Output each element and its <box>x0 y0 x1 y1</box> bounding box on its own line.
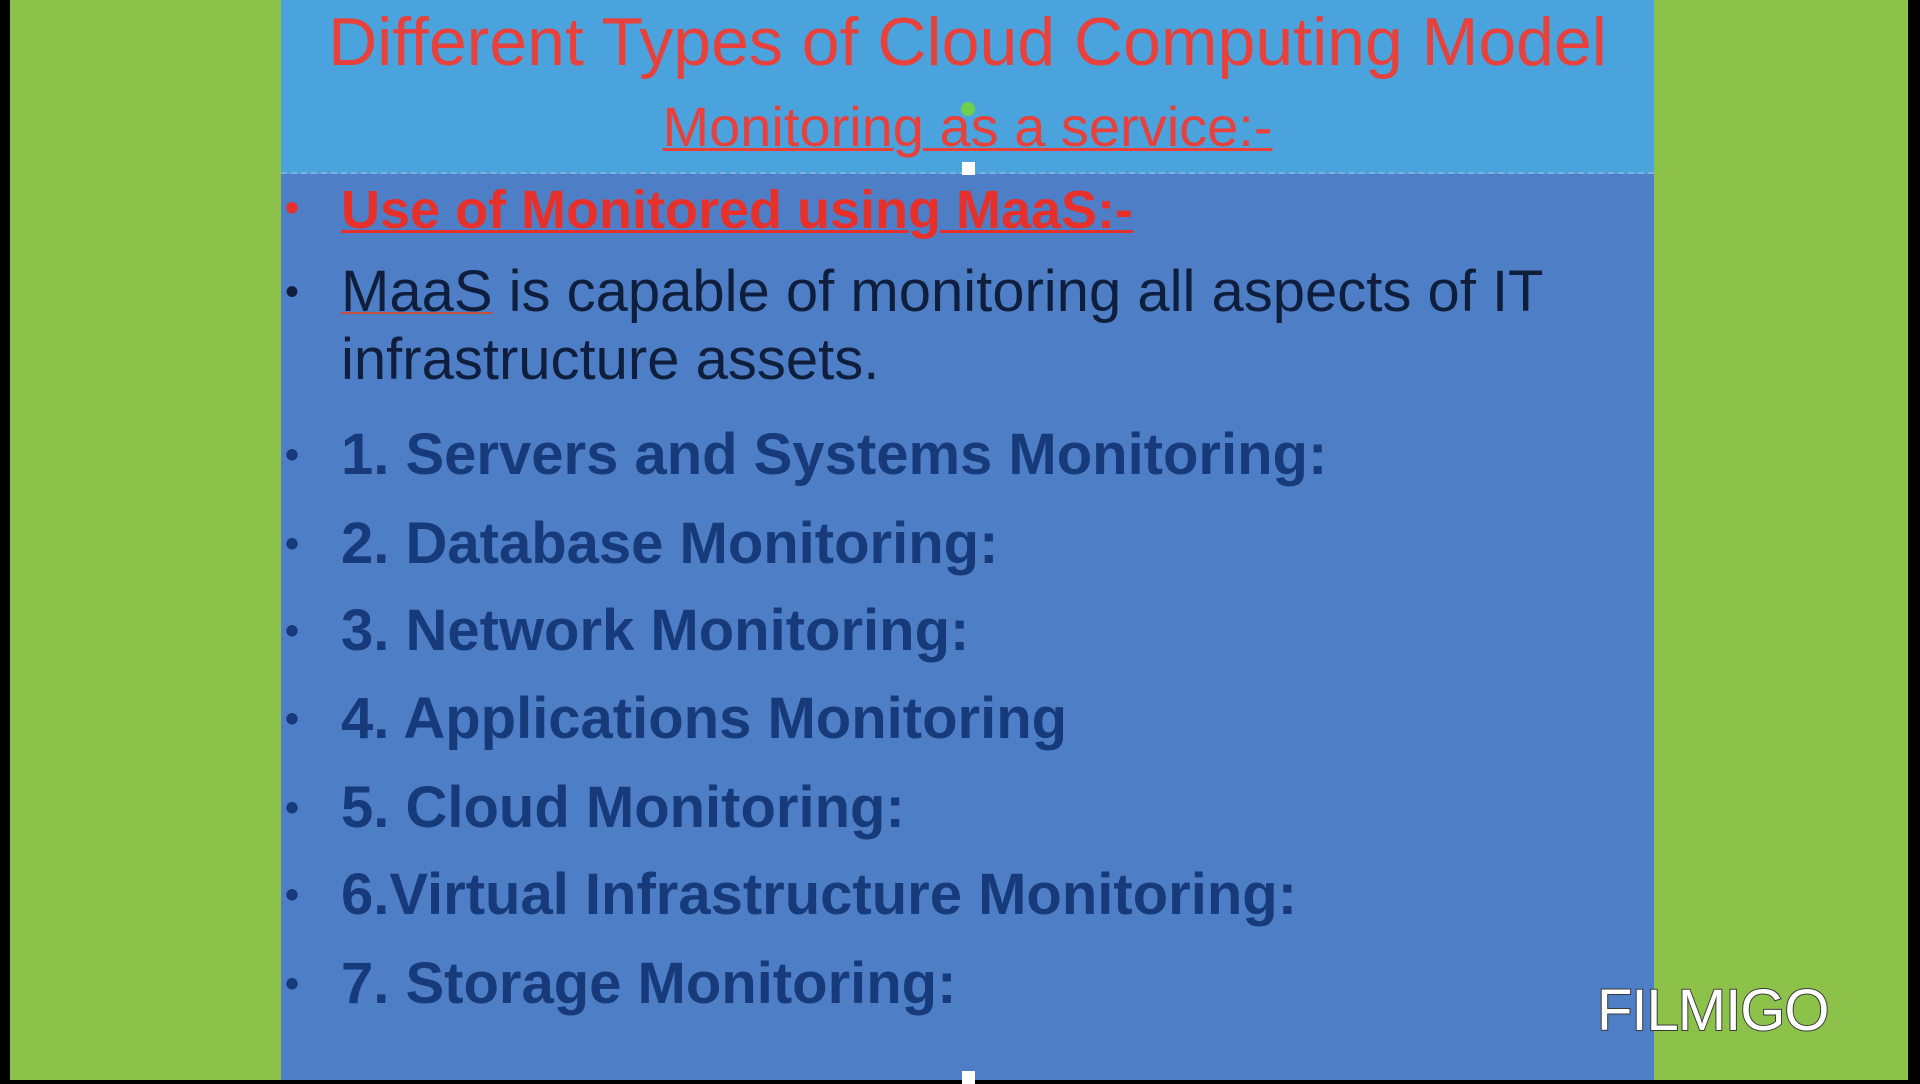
bullet-icon: • <box>285 270 300 314</box>
bullet-icon: • <box>285 186 300 230</box>
list-item-label: 3. Network Monitoring: <box>341 598 970 663</box>
intro-text: MaaS is capable of monitoring all aspect… <box>341 258 1641 394</box>
video-frame: Different Types of Cloud Computing Model… <box>10 0 1908 1084</box>
bullet-icon: • <box>285 609 300 653</box>
filmigo-watermark: FILMIGO <box>1596 977 1830 1044</box>
bullet-icon: • <box>285 433 300 477</box>
bullet-icon: • <box>285 786 300 830</box>
list-item-label: 1. Servers and Systems Monitoring: <box>341 422 1328 487</box>
bullet-icon: • <box>285 522 300 566</box>
bullet-icon: • <box>285 873 300 917</box>
slide-title-area: Different Types of Cloud Computing Model… <box>281 0 1654 175</box>
maas-term: MaaS <box>341 259 493 324</box>
list-item-label: 4. Applications Monitoring <box>341 686 1068 751</box>
bullet-icon: • <box>285 697 300 741</box>
presentation-slide: Different Types of Cloud Computing Model… <box>281 0 1654 1084</box>
slide-title: Different Types of Cloud Computing Model <box>328 4 1607 80</box>
resize-handle-icon <box>962 162 975 175</box>
list-item-label: 7. Storage Monitoring: <box>341 951 957 1016</box>
rotate-handle-icon <box>961 102 975 116</box>
svg-text:FILMIGO: FILMIGO <box>1597 978 1828 1043</box>
heading-text: Use of Monitored using MaaS:- <box>341 180 1134 240</box>
list-item-label: 6.Virtual Infrastructure Monitoring: <box>341 862 1298 927</box>
list-item-label: 2. Database Monitoring: <box>341 511 999 576</box>
bullet-icon: • <box>285 962 300 1006</box>
intro-rest: is capable of monitoring all aspects of … <box>341 259 1543 392</box>
list-item-label: 5. Cloud Monitoring: <box>341 775 905 840</box>
resize-handle-icon <box>962 1071 975 1084</box>
